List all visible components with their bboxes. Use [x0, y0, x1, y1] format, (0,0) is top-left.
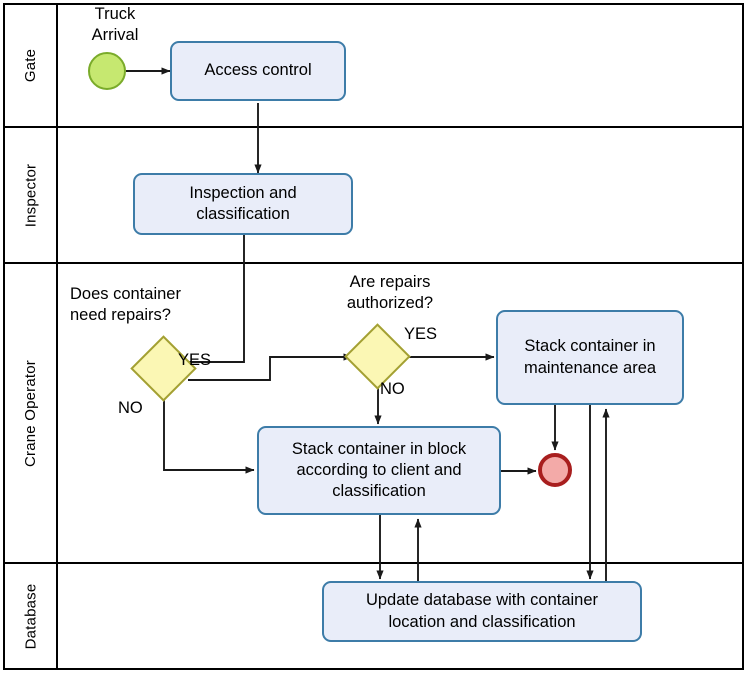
lane-gate: Gate: [5, 5, 742, 128]
task-update-database[interactable]: Update database with container location …: [322, 581, 642, 642]
lane-header-inspector: Inspector: [5, 128, 58, 262]
lane-crane-operator: Crane Operator: [5, 264, 742, 564]
gateway-question-needs-repairs: Does container need repairs?: [70, 285, 181, 325]
lane-label-database: Database: [22, 583, 39, 649]
edge-label-gateway2-yes: YES: [404, 325, 438, 343]
edge-label-gateway2-no: NO: [380, 380, 405, 398]
task-stack-container-in-block[interactable]: Stack container in block according to cl…: [257, 426, 501, 515]
lane-label-inspector: Inspector: [22, 163, 39, 227]
task-inspection-and-classification[interactable]: Inspection and classification: [133, 173, 353, 235]
lane-inspector: Inspector: [5, 128, 742, 264]
edge-label-gateway1-yes: YES: [178, 351, 212, 369]
lane-label-gate: Gate: [21, 48, 39, 83]
task-stack-container-in-maintenance-area[interactable]: Stack container in maintenance area: [496, 310, 684, 405]
end-event[interactable]: [538, 453, 572, 487]
lane-header-database: Database: [5, 564, 58, 668]
lane-label-crane-operator: Crane Operator: [22, 359, 39, 467]
process-pool: Gate Inspector Crane Operator Database: [3, 3, 744, 670]
gateway-question-repairs-authorized: Are repairs authorized?: [346, 273, 434, 313]
lane-header-gate: Gate: [5, 5, 58, 126]
task-access-control[interactable]: Access control: [170, 41, 346, 101]
edge-label-gateway1-no: NO: [118, 399, 143, 417]
lane-header-crane-operator: Crane Operator: [5, 264, 58, 562]
start-event-truck-arrival[interactable]: [88, 52, 126, 90]
start-event-label: Truck Arrival: [91, 5, 139, 45]
lane-database: Database: [5, 564, 742, 668]
